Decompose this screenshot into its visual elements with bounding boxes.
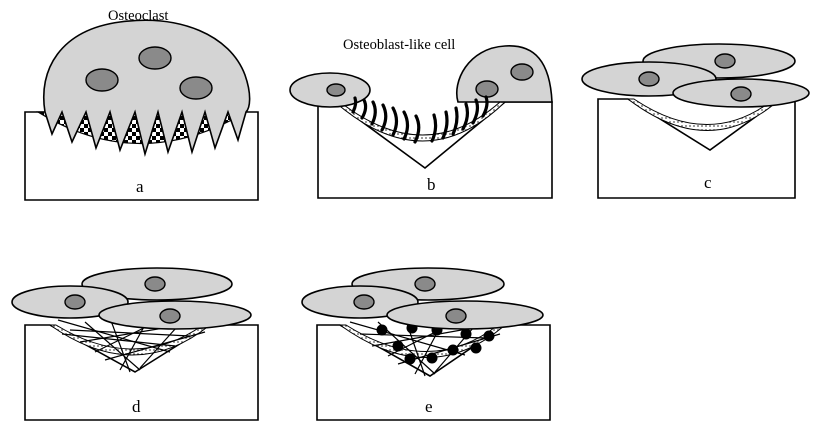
panel-label-c: c <box>704 173 712 192</box>
nucleus <box>180 77 212 99</box>
nucleus <box>86 69 118 91</box>
panel-label-a: a <box>136 177 144 196</box>
panel-a: Osteoclast a <box>25 8 258 200</box>
panel-b: Osteoblast-like cell b <box>290 37 552 198</box>
nucleus <box>715 54 735 68</box>
nucleus <box>327 84 345 96</box>
bone-block <box>598 99 795 198</box>
nucleus <box>511 64 533 80</box>
nucleus <box>354 295 374 309</box>
panel-c: c <box>582 44 809 198</box>
osteoblast-like-cell-label: Osteoblast-like cell <box>343 37 455 53</box>
nucleus <box>145 277 165 291</box>
panel-e: e <box>302 268 550 420</box>
nucleus <box>160 309 180 323</box>
panel-label-d: d <box>132 397 141 416</box>
panel-label-e: e <box>425 397 433 416</box>
nucleus <box>446 309 466 323</box>
panel-label-b: b <box>427 175 436 194</box>
bone-block <box>25 325 258 420</box>
osteoblast-like-cell <box>457 46 552 102</box>
osteoclast-cell <box>44 20 250 154</box>
osteoclast-label: Osteoclast <box>108 8 168 24</box>
nucleus <box>639 72 659 86</box>
nucleus <box>415 277 435 291</box>
nucleus <box>731 87 751 101</box>
nucleus <box>65 295 85 309</box>
nucleus <box>139 47 171 69</box>
panel-d: d <box>12 268 258 420</box>
nucleus <box>476 81 498 97</box>
